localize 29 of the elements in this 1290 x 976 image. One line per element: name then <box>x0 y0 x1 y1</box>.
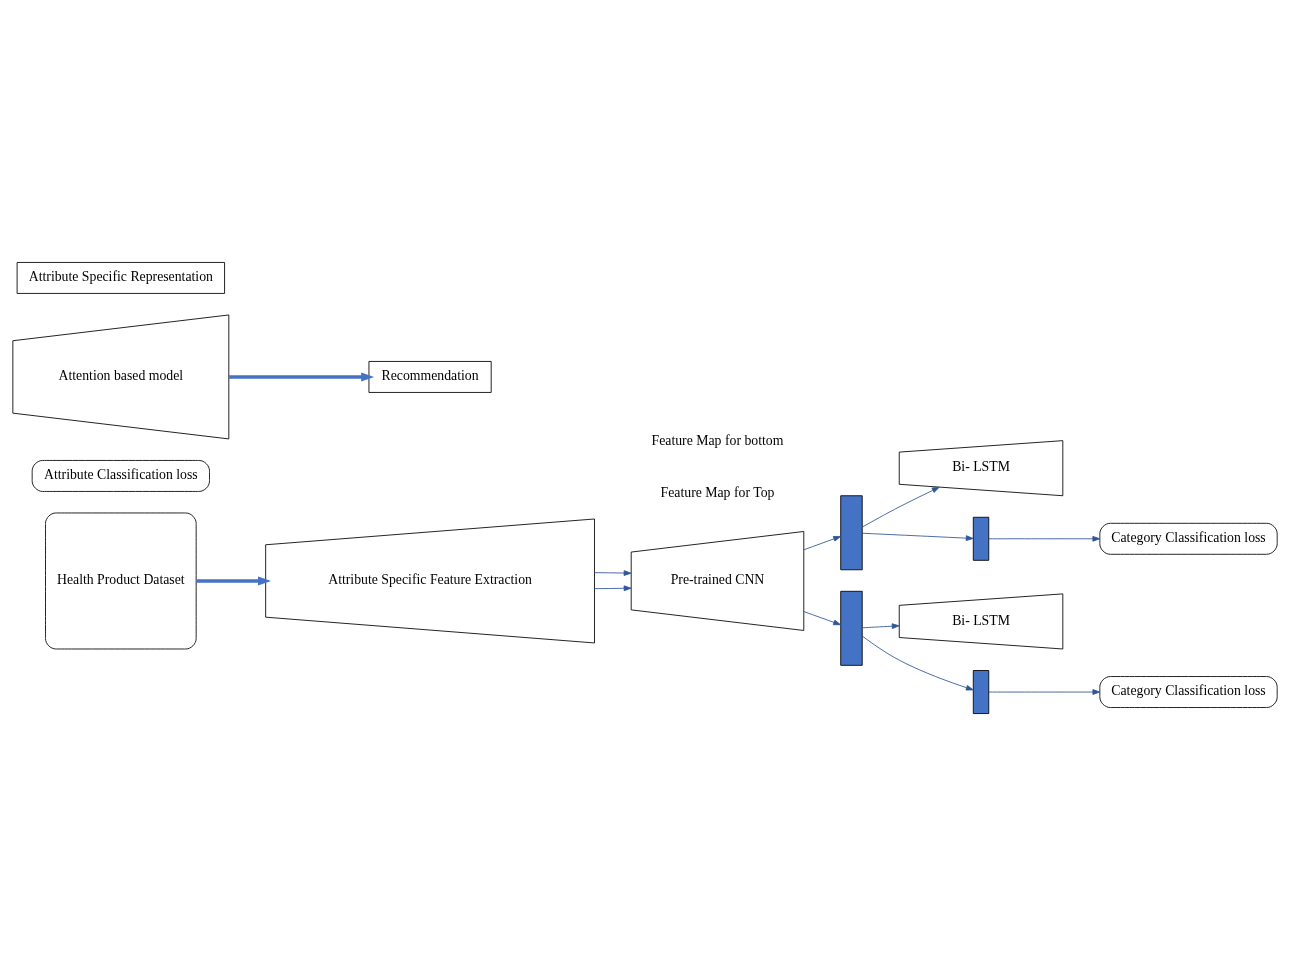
node-bar <box>840 495 863 571</box>
arrow <box>594 570 632 576</box>
node-box: Category Classification loss <box>1099 522 1278 555</box>
arrow <box>229 372 375 382</box>
arrow <box>861 635 974 691</box>
node-box: Bi- LSTM <box>898 593 1064 650</box>
arrow <box>988 689 1101 695</box>
node-box: Pre-trained CNN <box>630 531 805 631</box>
node-box: Attribute Classification loss <box>31 460 210 492</box>
arrow <box>803 611 841 626</box>
label: Feature Map for bottom <box>651 432 784 448</box>
node-box <box>972 516 990 561</box>
arrow <box>861 486 940 528</box>
node-box: Recommendation <box>368 361 492 393</box>
arrow <box>803 536 841 551</box>
node-box: Attention based model <box>12 314 230 440</box>
arrow <box>861 532 974 541</box>
arrow <box>988 535 1101 542</box>
node-box: Attribute Specific Feature Extraction <box>265 518 595 644</box>
node-bar <box>840 590 863 666</box>
arrow <box>594 585 632 592</box>
arrow <box>861 623 900 629</box>
label: Feature Map for Top <box>660 485 775 501</box>
arrow <box>196 576 271 586</box>
node-box: Health Product Dataset <box>45 512 197 650</box>
node-box: Category Classification loss <box>1099 676 1278 708</box>
node-box: Bi- LSTM <box>898 440 1064 497</box>
node-box <box>972 670 990 714</box>
node-box: Attribute Specific Representation <box>16 262 225 294</box>
